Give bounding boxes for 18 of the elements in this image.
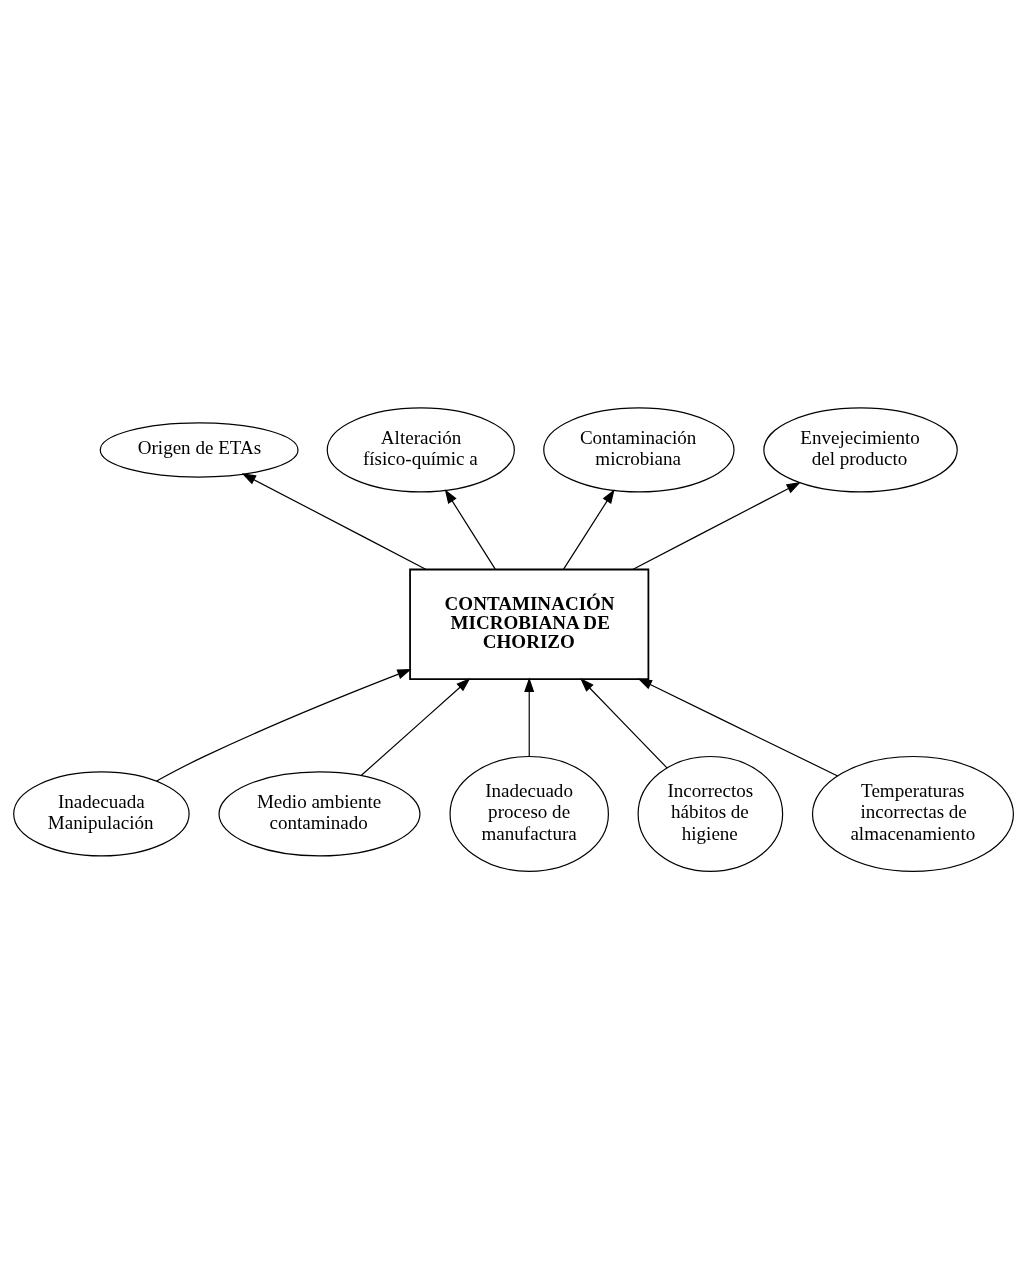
- node-ellipse: Temperaturas incorrectas de almacenamiento: [811, 755, 1014, 872]
- node-box: CONTAMINACIÓN MICROBIANA DE CHORIZO: [408, 568, 649, 680]
- node-ellipse: Incorrectos hábitos de higiene: [637, 755, 783, 872]
- arrow: [155, 668, 412, 782]
- arrow: [241, 472, 427, 570]
- arrow: [360, 677, 470, 776]
- arrow: [523, 677, 534, 757]
- arrow: [562, 488, 615, 570]
- arrow: [444, 488, 496, 570]
- arrow: [631, 481, 801, 570]
- node-ellipse: Inadecuado proceso de manufactura: [448, 755, 609, 872]
- node-ellipse: Inadecuada Manipulación: [12, 770, 190, 856]
- arrow: [579, 677, 668, 768]
- arrow: [637, 677, 838, 777]
- node-ellipse: Alteración físico-químic a: [326, 406, 515, 492]
- node-ellipse: Medio ambiente contaminado: [217, 770, 421, 856]
- node-ellipse: Origen de ETAs: [99, 421, 299, 478]
- node-ellipse: Contaminación microbiana: [542, 406, 735, 492]
